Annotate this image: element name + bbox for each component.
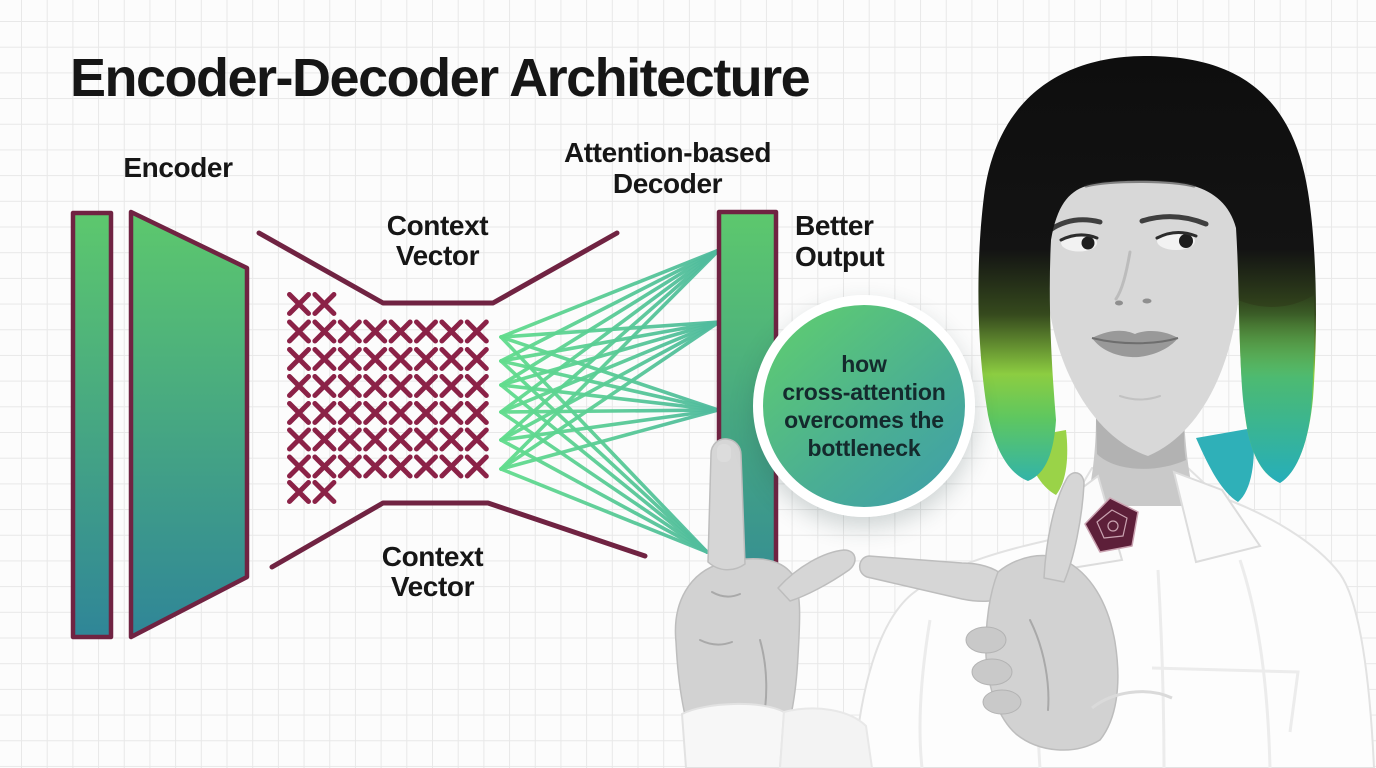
- nose: [1114, 250, 1152, 306]
- index-fingernail: [717, 444, 731, 462]
- raised-hand: [674, 438, 874, 768]
- hair-tuft-right: [1196, 428, 1254, 502]
- cuff: [680, 702, 786, 768]
- eyebrow-left: [1047, 217, 1103, 233]
- bottleneck-x-matrix: [287, 292, 489, 504]
- bangs-edge: [1084, 180, 1196, 188]
- bottleneck-funnel-bottom: [269, 500, 648, 570]
- attention-lines: [499, 248, 721, 554]
- encoder-layer-1: [70, 210, 114, 640]
- eyebrow-right: [1139, 214, 1209, 227]
- cuff-edge: [1091, 690, 1173, 710]
- sleeve: [778, 707, 874, 768]
- lips: [1091, 330, 1179, 358]
- raised-index-finger: [707, 438, 746, 571]
- hair-teal-lock: [1238, 295, 1315, 483]
- bottleneck-funnel-top: [256, 230, 620, 306]
- topic-badge-text: how cross-attention overcomes the bottle…: [782, 350, 946, 462]
- shirt-pocket: [1151, 666, 1300, 733]
- rose-brooch: [1084, 497, 1139, 553]
- eye-left: [1059, 233, 1099, 252]
- pointing-hand: [859, 472, 1173, 751]
- presenter-photo: [674, 56, 1376, 768]
- pointing-thumb: [1043, 472, 1085, 583]
- encoder-decoder-diagram: [70, 209, 779, 640]
- chin-crease: [1119, 395, 1161, 401]
- face: [1045, 120, 1241, 456]
- eye-right: [1155, 231, 1198, 250]
- raised-thumb: [777, 549, 856, 602]
- encoder-layer-2: [128, 209, 250, 640]
- hair: [978, 56, 1316, 483]
- collar-right: [1172, 470, 1262, 564]
- topic-badge: how cross-attention overcomes the bottle…: [753, 295, 975, 517]
